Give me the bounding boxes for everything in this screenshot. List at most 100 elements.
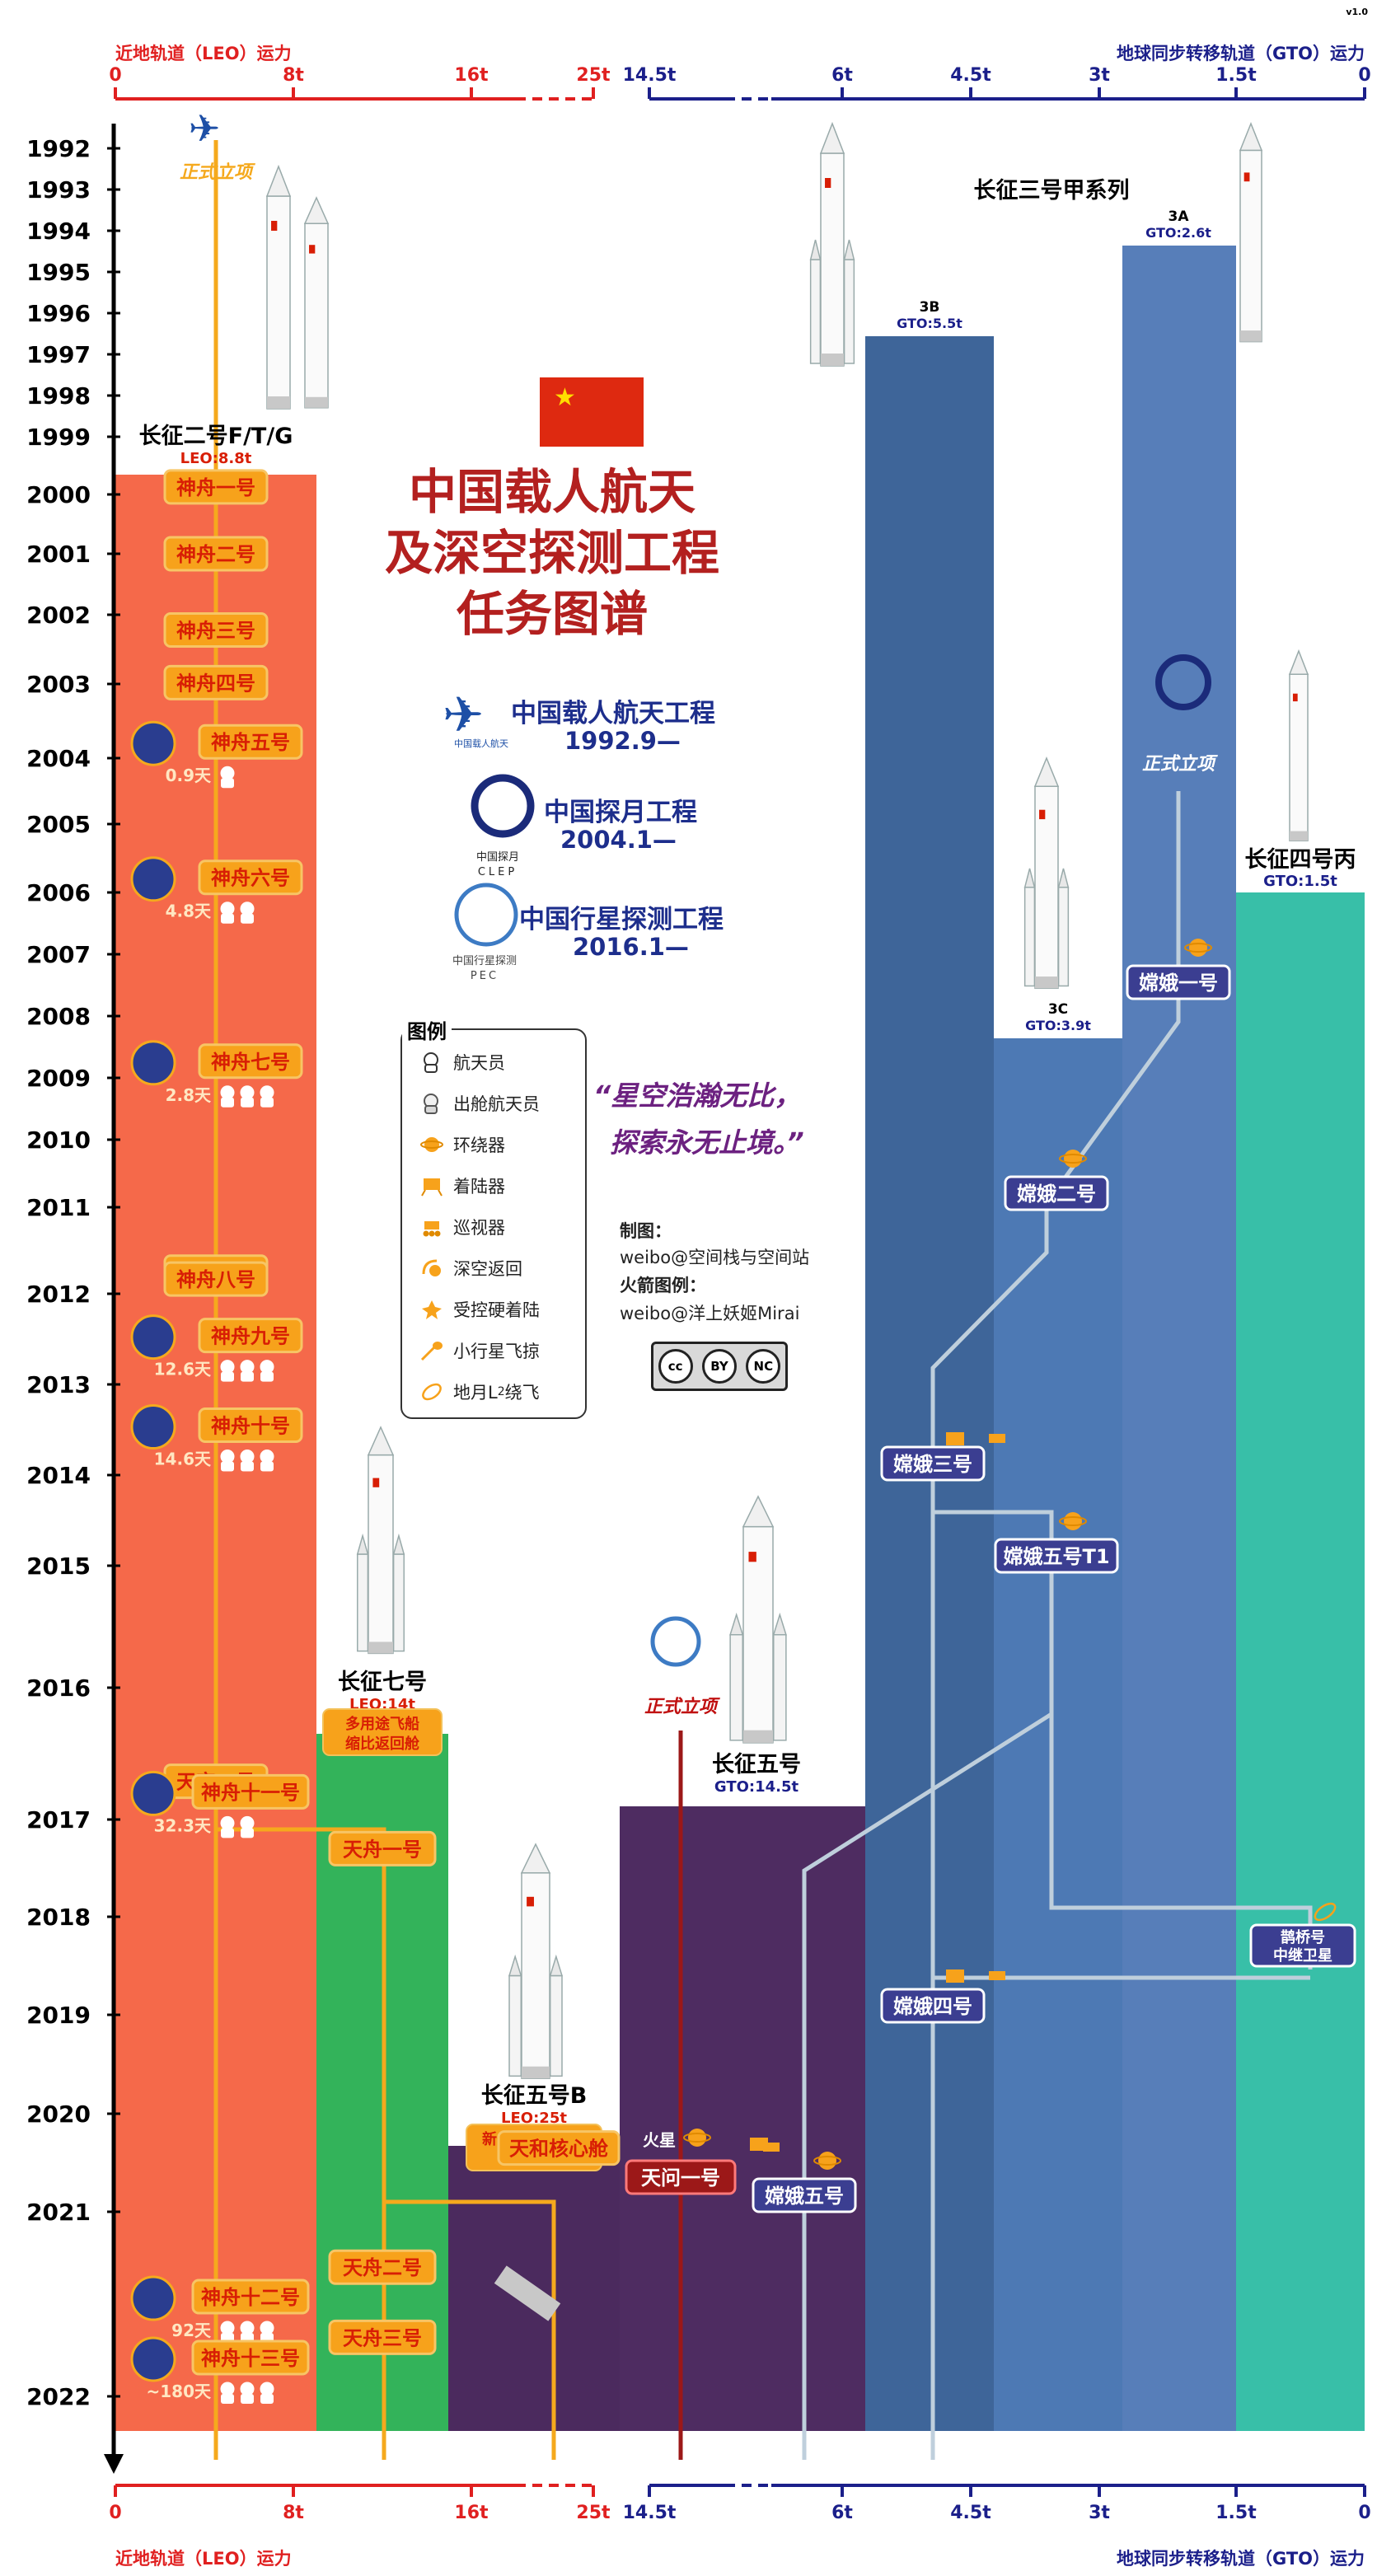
legend: 图例 航天员 出舱航天员 环绕器 着陆器 巡视器 深空返回 受控硬着陆 小行星飞… — [400, 1015, 587, 1419]
crewed-crew-6-astronaut-body — [221, 1097, 234, 1108]
flag-icon — [748, 1552, 756, 1562]
tianhe-line — [384, 2199, 556, 2460]
rocket-engine — [821, 354, 844, 366]
rover-icon — [989, 1434, 1005, 1443]
crewed-mission-8-box — [163, 1261, 269, 1297]
legend-label: 受控硬着陆 — [453, 1300, 540, 1320]
year-tick-label: 2001 — [26, 541, 91, 568]
gto-tick-label: 1.5t — [1215, 2503, 1257, 2523]
capacity-region-cz5 — [620, 1806, 865, 2431]
cargo-mission-0-box — [328, 1830, 437, 1866]
capacity-region-cz3c — [994, 1038, 1122, 2431]
rocket-nose — [1033, 756, 1060, 787]
lunar-mission-5-box — [752, 2177, 857, 2213]
year-tick-label: 2007 — [26, 941, 91, 968]
crewed-crew-10-astronaut-body — [221, 1461, 234, 1472]
cz7-note-text: 缩比返回舱 — [345, 1735, 420, 1753]
mission-patch-icon — [130, 2275, 176, 2321]
gto-tick-label: 0 — [1358, 65, 1370, 86]
rocket-booster — [1057, 887, 1070, 987]
lunar-mission-1-box — [1004, 1175, 1109, 1211]
capacity-region-cz3b — [865, 336, 994, 2431]
crewed-duration-12: 32.3天 — [154, 1815, 212, 1835]
year-tick-label: 1994 — [26, 218, 91, 245]
rocket-cz2-alt — [303, 196, 330, 409]
year-tick-label: 2016 — [26, 1674, 91, 1702]
booster-nose — [1023, 868, 1036, 888]
rocket-engine — [267, 396, 290, 409]
lunar-mission-1-label: 嫦娥二号 — [1017, 1183, 1096, 1206]
flag-icon — [309, 245, 316, 254]
rocket-body — [368, 1454, 394, 1655]
rocket-body — [1239, 149, 1262, 343]
year-tick-label: 2018 — [26, 1904, 91, 1931]
booster-nose — [772, 1612, 787, 1636]
booster-nose — [1057, 868, 1070, 888]
pec-logo-sub: PEC — [471, 970, 499, 982]
rocket-nose — [819, 121, 845, 154]
rocket-nose — [367, 1426, 395, 1456]
china-flag — [540, 377, 644, 447]
crewed-mission-9-box — [198, 1318, 303, 1354]
mission-patch-icon — [130, 1404, 176, 1450]
queqiao-box — [1249, 1923, 1356, 1968]
rocket-booster — [729, 1634, 743, 1741]
crewed-crew-6-astronaut-icon — [220, 1085, 235, 1100]
crewed-crew-6-astronaut-body — [260, 1097, 274, 1108]
booster-nose — [508, 1954, 522, 1977]
crewed-crew-13-astronaut-icon — [220, 2321, 235, 2335]
crewed-duration-5: 4.8天 — [166, 902, 212, 921]
leo-tick-label: 16t — [454, 2503, 489, 2523]
crewed-mission-14-box — [191, 2339, 310, 2376]
program-name: 中国探月工程 — [544, 798, 697, 827]
lander-icon — [946, 1969, 964, 1983]
rocket-engine — [1290, 831, 1308, 841]
lunar-logo-icon — [1155, 654, 1211, 710]
rocket-cz3a — [1239, 121, 1263, 343]
orbiter-icon — [688, 2129, 706, 2147]
year-tick-label: 2008 — [26, 1003, 91, 1030]
crewed-crew-9-astronaut-body — [241, 1371, 254, 1382]
legend-label: 小行星飞掠 — [453, 1342, 540, 1361]
year-axis-arrow — [104, 2454, 124, 2474]
year-tick-label: 2000 — [26, 481, 91, 508]
rocket-engine — [1035, 977, 1058, 989]
booster-nose — [843, 239, 855, 260]
rocket-booster — [392, 1553, 405, 1652]
lunar-mission-5-label: 嫦娥五号 — [765, 2185, 844, 2208]
cargo-mission-0-label: 天舟一号 — [343, 1838, 422, 1861]
year-tick-label: 2019 — [26, 2002, 91, 2029]
capacity-region-cz3a — [1122, 246, 1236, 2431]
pec-logo-text: 中国行星探测 — [452, 955, 517, 967]
crewed-duration-6: 2.8天 — [166, 1085, 212, 1105]
queqiao-label: 鹊桥号 — [1281, 1928, 1325, 1946]
mission-patch-icon — [130, 720, 176, 766]
crewed-mission-4-label: 神舟五号 — [211, 731, 290, 754]
clep-logo-sub: CLEP — [478, 866, 518, 878]
crewed-mission-6-label: 神舟七号 — [211, 1051, 290, 1074]
crewed-crew-5-astronaut-body — [241, 913, 254, 924]
crewed-crew-12-astronaut-icon — [240, 1815, 255, 1830]
cargo-mission-2-label: 天舟三号 — [343, 2326, 422, 2349]
orbiter-icon — [1064, 1150, 1082, 1168]
rocket-engine — [305, 396, 328, 408]
year-tick-label: 2017 — [26, 1806, 91, 1834]
rocket-capacity-cz5: GTO:14.5t — [714, 1778, 799, 1796]
rover-icon — [989, 1971, 1005, 1980]
rocket-booster — [773, 1634, 787, 1741]
year-tick-label: 1998 — [26, 382, 91, 410]
gto-tick-label: 14.5t — [623, 2503, 677, 2523]
rocket-capacity-cz2: LEO:8.8t — [180, 450, 252, 467]
year-tick-label: 1992 — [26, 135, 91, 162]
leo-tick-label: 8t — [283, 65, 304, 86]
l2-orbit-icon — [1314, 1902, 1337, 1922]
astronaut-icon — [420, 1051, 445, 1073]
legend-item-lander: 着陆器 — [420, 1173, 505, 1198]
booster-nose — [549, 1954, 564, 1977]
crewed-crew-14-astronaut-body — [260, 2393, 274, 2404]
crewed-mission-10-label: 神舟十号 — [211, 1415, 290, 1438]
rocket-body — [304, 222, 329, 409]
leo-axis-title: 近地轨道（LEO）运力 — [115, 2549, 292, 2569]
crewed-crew-14-astronaut-icon — [220, 2382, 235, 2396]
